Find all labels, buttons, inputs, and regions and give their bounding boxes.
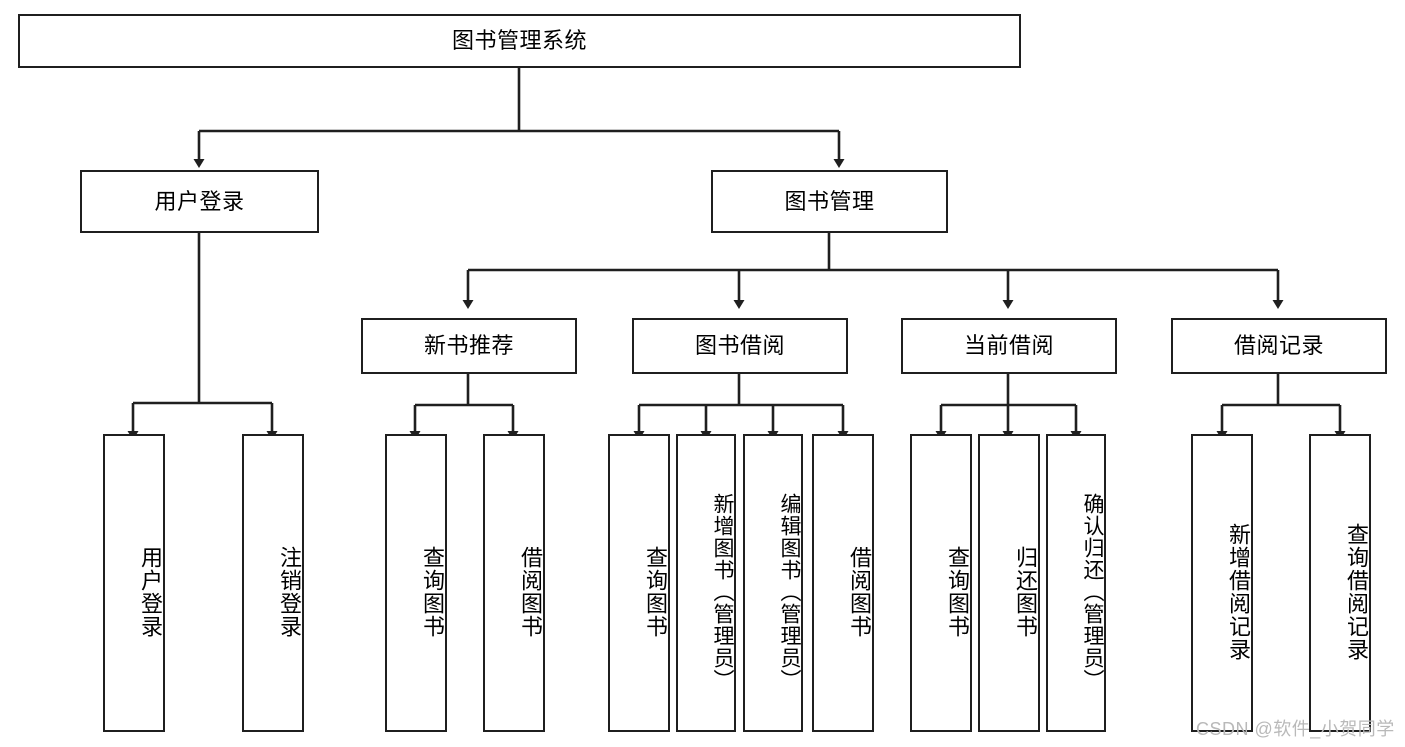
leaf-confirm-return[interactable]: 确认归还（管理员） [1046,434,1106,732]
leaf-add-book[interactable]: 新增图书（管理员） [676,434,736,732]
leaf-query-book-3[interactable]: 查询图书 [910,434,972,732]
csdn-watermark: CSDN @软件_小贺同学 [1196,719,1395,739]
leaf-edit-book[interactable]: 编辑图书（管理员） [743,434,803,732]
leaf-query-record[interactable]: 查询借阅记录 [1309,434,1371,732]
node-user-login[interactable]: 用户登录 [80,170,319,233]
leaf-return-book[interactable]: 归还图书 [978,434,1040,732]
leaf-query-book-2[interactable]: 查询图书 [608,434,670,732]
node-root[interactable]: 图书管理系统 [18,14,1021,68]
node-book-manage[interactable]: 图书管理 [711,170,948,233]
leaf-user-login[interactable]: 用户登录 [103,434,165,732]
node-new-book-rec[interactable]: 新书推荐 [361,318,577,374]
leaf-borrow-book-1[interactable]: 借阅图书 [483,434,545,732]
node-book-borrow[interactable]: 图书借阅 [632,318,848,374]
node-borrow-record[interactable]: 借阅记录 [1171,318,1387,374]
node-current-borrow[interactable]: 当前借阅 [901,318,1117,374]
leaf-add-record[interactable]: 新增借阅记录 [1191,434,1253,732]
leaf-query-book-1[interactable]: 查询图书 [385,434,447,732]
leaf-logout-login[interactable]: 注销登录 [242,434,304,732]
leaf-borrow-book-2[interactable]: 借阅图书 [812,434,874,732]
